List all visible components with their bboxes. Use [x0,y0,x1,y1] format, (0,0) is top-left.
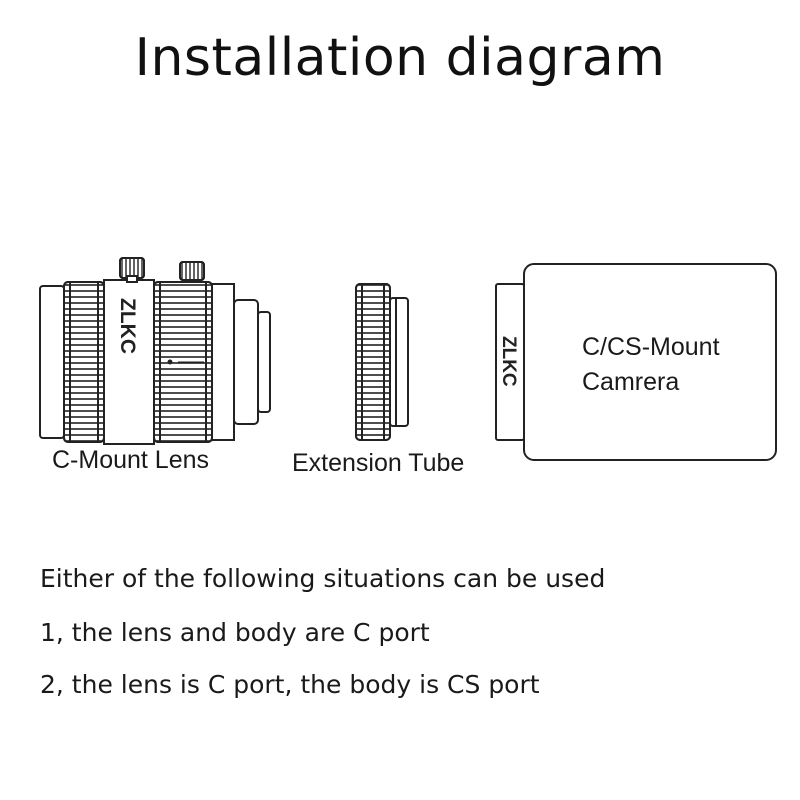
camera-label-line2: Camrera [582,368,680,396]
lens-thread [257,311,271,413]
camera-brand-text: ZLKC [498,336,519,387]
lens-label: C-Mount Lens [52,446,210,474]
lens-brand-text: ZLKC [116,298,139,354]
camera-label-line1: C/CS-Mount [582,333,720,361]
tube-label: Extension Tube [292,449,465,477]
tube-thread [389,297,409,427]
camera-body [523,263,777,461]
lens-body [103,279,155,445]
lens-rear-body [211,283,235,441]
note-item-2: 2, the lens is C port, the body is CS po… [40,670,540,699]
notes-heading: Either of the following situations can b… [40,564,606,593]
extension-tube-drawing [355,283,409,441]
note-item-1: 1, the lens and body are C port [40,618,430,647]
lens-lock-screw-right [179,261,205,281]
lens-front-plate [39,285,65,439]
lens-index-mark [167,359,173,365]
lens-mount [233,299,259,425]
c-mount-lens-drawing [39,257,271,445]
page-title: Installation diagram [134,28,666,88]
camera-drawing [495,263,777,461]
